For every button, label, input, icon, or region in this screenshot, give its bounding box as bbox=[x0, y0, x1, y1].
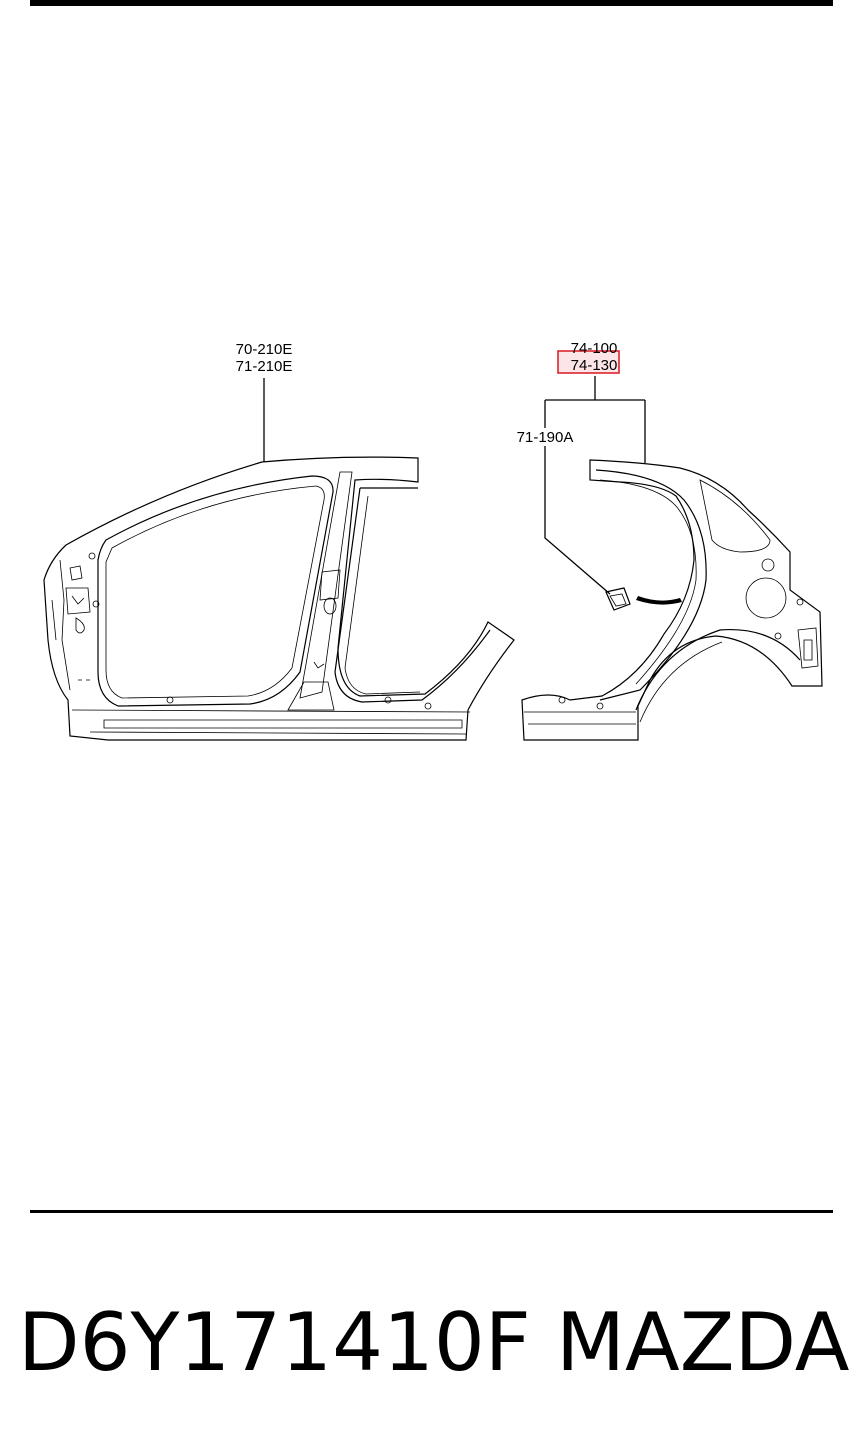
callout-front-panel-a[interactable]: 70-210E bbox=[236, 341, 293, 358]
leader-bracket bbox=[544, 446, 611, 595]
callout-bracket[interactable]: 71-190A bbox=[517, 429, 574, 446]
bottom-divider bbox=[30, 1210, 833, 1213]
bracket-part[interactable] bbox=[605, 587, 631, 611]
footer: D6Y171410F MAZDA bbox=[0, 1288, 864, 1398]
callout-rear-panel-a[interactable]: 74-100 bbox=[571, 340, 618, 357]
callout-rear-panel-b[interactable]: 74-130 bbox=[571, 357, 618, 374]
front-side-panel[interactable] bbox=[43, 456, 515, 741]
brand-name: MAZDA bbox=[556, 1296, 850, 1389]
leader-rear-panel bbox=[544, 376, 646, 463]
highlight-box bbox=[557, 350, 620, 374]
callout-front-panel-b[interactable]: 71-210E bbox=[236, 358, 293, 375]
rear-side-panel[interactable] bbox=[521, 459, 823, 741]
part-number: D6Y171410F bbox=[18, 1296, 531, 1389]
top-divider bbox=[30, 0, 833, 6]
